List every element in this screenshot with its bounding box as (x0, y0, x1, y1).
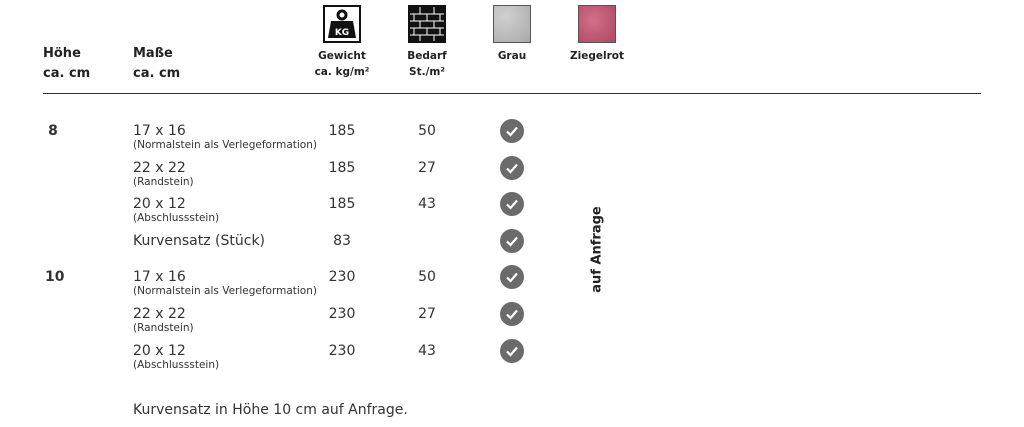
row-note: (Randstein) (133, 175, 194, 188)
header-ziegelrot: Ziegelrot (570, 50, 624, 62)
row-size: 22 x 22 (133, 159, 186, 176)
grau-color-swatch (493, 5, 531, 43)
table-row: 20 x 12 (Abschlussstein) 185 43 (0, 192, 1024, 231)
row-bedarf: 43 (418, 342, 436, 359)
table-row: 22 x 22 (Randstein) 230 27 (0, 302, 1024, 341)
header-grau: Grau (497, 50, 527, 62)
table-row: 20 x 12 (Abschlussstein) 230 43 (0, 338, 1024, 378)
header-masse-label: Maße (133, 46, 173, 61)
header-gewicht: Gewicht ca. kg/m² (302, 48, 382, 80)
svg-text:KG: KG (335, 28, 349, 38)
row-gewicht: 185 (328, 123, 356, 139)
check-icon (500, 265, 524, 290)
row-gewicht: 230 (328, 306, 356, 322)
row-note: (Normalstein als Verlegeformation) (133, 139, 317, 151)
row-bedarf: 50 (418, 269, 436, 286)
row-gewicht: 230 (328, 342, 356, 359)
row-bedarf: 27 (418, 159, 436, 176)
table-row: 10 17 x 16 (Normalstein als Verlegeforma… (0, 265, 1024, 304)
row-bedarf: 43 (418, 196, 436, 213)
footer-note: Kurvensatz in Höhe 10 cm auf Anfrage. (133, 402, 408, 418)
header-hoehe-unit: ca. cm (43, 66, 91, 81)
header-gewicht-label: Gewicht (318, 50, 366, 62)
row-size: 22 x 22 (133, 306, 186, 322)
row-bedarf: 50 (418, 123, 436, 139)
table-row: 8 17 x 16 (Normalstein als Verlegeformat… (0, 119, 1024, 158)
row-size: 17 x 16 (133, 123, 186, 139)
check-icon (500, 302, 524, 326)
header-hoehe: Höhe ca. cm (43, 44, 90, 84)
header-hoehe-label: Höhe (43, 46, 81, 61)
row-size: Kurvensatz (Stück) (133, 232, 266, 249)
check-icon (500, 338, 524, 363)
header-masse: Maße ca. cm (133, 44, 180, 84)
table-row: 22 x 22 (Randstein) 185 27 (0, 155, 1024, 195)
row-note: (Abschlussstein) (133, 212, 220, 225)
row-gewicht: 185 (328, 196, 356, 213)
ziegelrot-availability-note: auf Anfrage (589, 206, 605, 293)
table-row: Kurvensatz (Stück) 83 (0, 228, 1024, 268)
header-divider (43, 93, 981, 94)
header-masse-unit: ca. cm (133, 66, 181, 81)
row-note: (Randstein) (133, 322, 194, 334)
row-size: 17 x 16 (133, 269, 186, 286)
row-gewicht: 185 (328, 159, 356, 176)
row-size: 20 x 12 (133, 342, 186, 359)
header-bedarf-label: Bedarf (407, 50, 447, 62)
check-icon (500, 119, 524, 143)
row-bedarf: 27 (418, 306, 436, 322)
brick-wall-icon (408, 5, 446, 43)
weight-kg-icon: KG (323, 5, 361, 43)
row-size: 20 x 12 (133, 196, 186, 213)
row-gewicht: 230 (328, 269, 356, 286)
row-gewicht: 83 (333, 232, 351, 249)
row-hoehe: 10 (45, 269, 65, 286)
ziegelrot-color-swatch (578, 5, 616, 43)
check-icon (500, 192, 524, 217)
check-icon (500, 155, 524, 180)
row-note: (Abschlussstein) (133, 358, 220, 371)
row-hoehe: 8 (48, 123, 58, 139)
row-note: (Normalstein als Verlegeformation) (133, 285, 317, 298)
header-gewicht-unit: ca. kg/m² (314, 66, 370, 78)
check-icon (500, 228, 524, 253)
header-bedarf-unit: St./m² (409, 66, 445, 78)
